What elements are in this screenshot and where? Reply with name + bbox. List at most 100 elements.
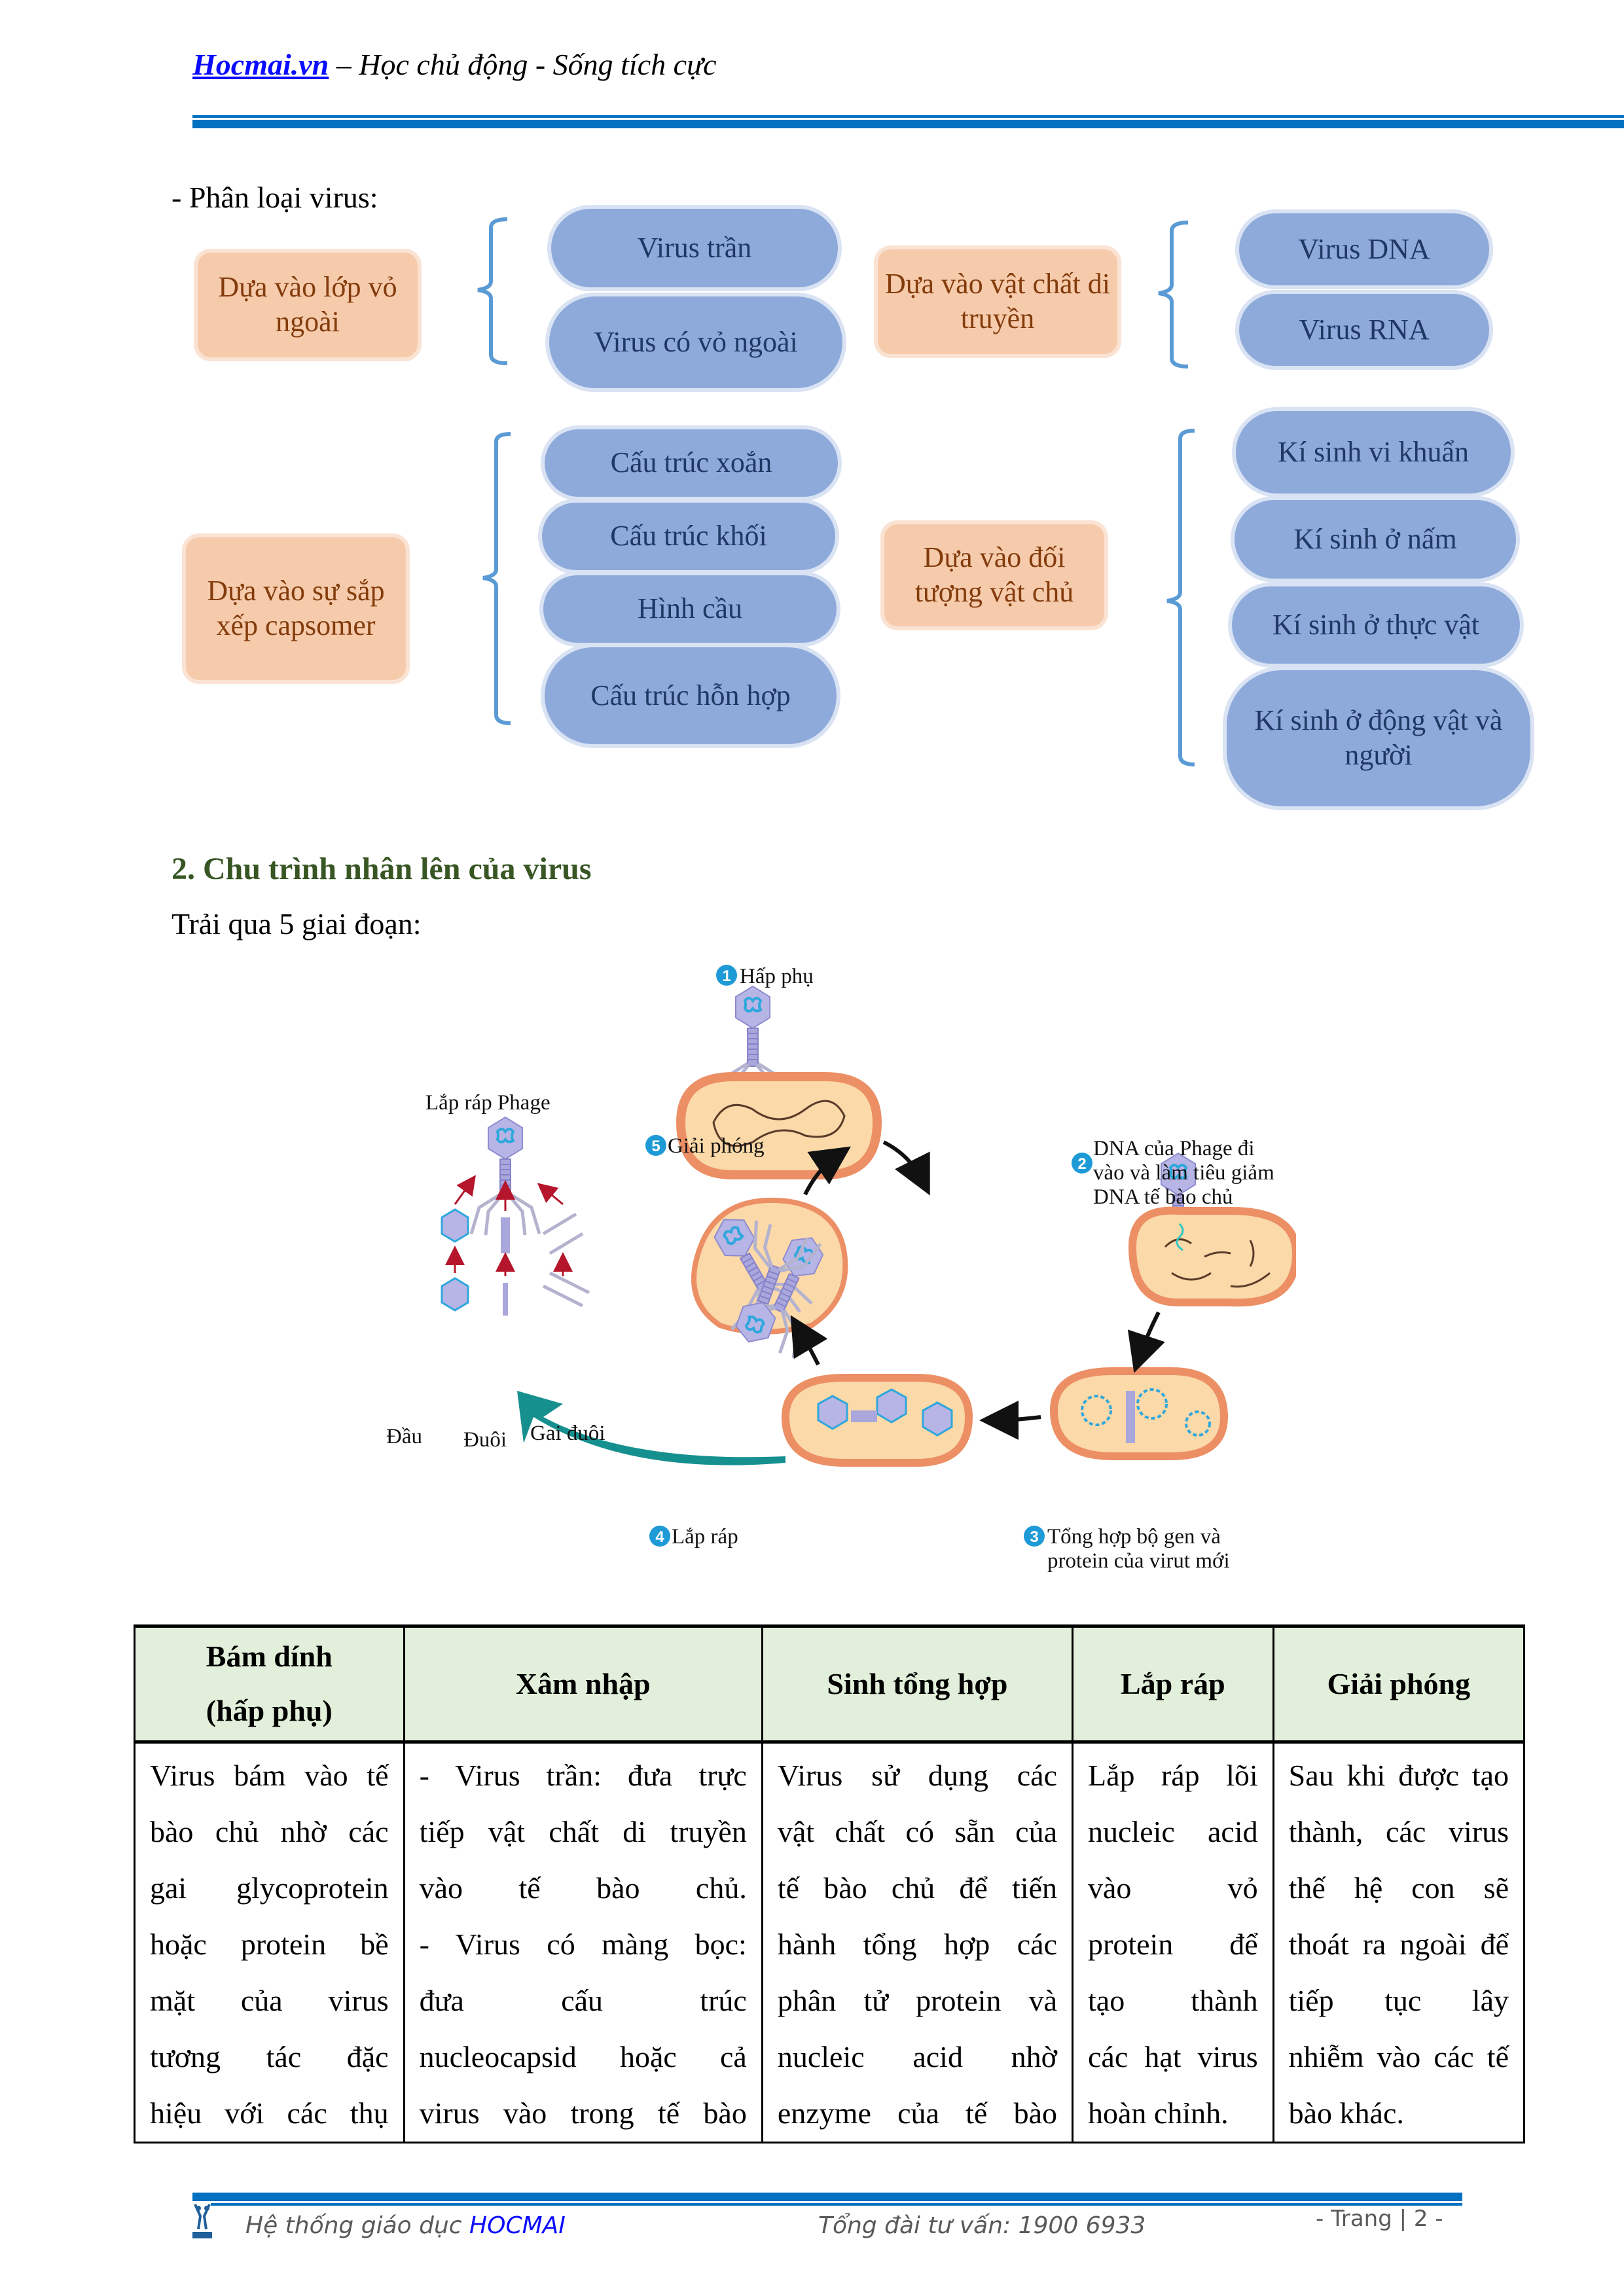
brace-icon (477, 217, 508, 365)
cell-text-line: nucleic acid (1088, 1815, 1258, 1848)
cell-step-3 (1049, 1367, 1229, 1460)
cell-text-line: hành tổng hợp các (777, 1928, 1057, 1961)
cell-text-line: protein để (1088, 1928, 1258, 1961)
header-penetration: Xâm nhập (403, 1625, 763, 1744)
cell-release: Sau khi được tạo thành, các virus thế hệ c… (1272, 1741, 1526, 2144)
cell-text-line: hoặc protein bề (150, 1928, 389, 1961)
footer-rule-thin (211, 2203, 1462, 2206)
cell-text-line: vật chất có sẵn của (777, 1815, 1057, 1848)
svg-text:vào và làm tiêu giảm: vào và làm tiêu giảm (1093, 1161, 1274, 1185)
phage-assembly (441, 1117, 590, 1316)
cell-text-line: bào khác. (1288, 2096, 1404, 2130)
type-pill: Kí sinh ở thực vật (1228, 583, 1524, 668)
criterion-box: Dựa vào vật chất di truyền (874, 245, 1121, 358)
cell-biosynthesis: Virus sử dụng các vật chất có sẵn của tế b… (761, 1741, 1074, 2144)
step-5-label: 5 Giải phóng (645, 1134, 765, 1158)
step-4-label: 4 Lắp ráp (649, 1525, 738, 1549)
cell-text-line: vào vỏ (1088, 1871, 1258, 1905)
type-pill: Cấu trúc xoắn (541, 425, 842, 501)
criterion-box: Dựa vào lớp vỏ ngoài (194, 249, 422, 361)
type-pill: Kí sinh ở động vật và người (1223, 666, 1534, 810)
svg-text:DNA của Phage đi: DNA của Phage đi (1093, 1137, 1255, 1160)
svg-text:protein của virut mới: protein của virut mới (1047, 1549, 1230, 1573)
page-number: - Trang | 2 - (1316, 2206, 1443, 2232)
part-label-tail: Đuôi (463, 1428, 507, 1452)
cell-text-line: phân tử protein và (777, 1984, 1057, 2017)
type-pill: Kí sinh ở nấm (1231, 496, 1520, 583)
step-1-label: 1 Hấp phụ (716, 965, 814, 988)
criterion-box: Dựa vào sự sắp xếp capsomer (182, 533, 410, 684)
part-label-tail-fibers: Gai đuôi (530, 1422, 605, 1445)
brace-icon (1166, 429, 1195, 766)
cell-text-line: virus vào trong tế bào (419, 2096, 747, 2130)
cell-text-line: tương tác đặc (150, 2040, 389, 2073)
type-pill: Cấu trúc hỗn hợp (541, 643, 840, 748)
footer-system: Hệ thống giáo dục HOCMAI (245, 2212, 566, 2239)
type-pill: Virus RNA (1235, 290, 1493, 370)
type-pill: Virus có vỏ ngoài (545, 293, 846, 392)
cell-text-line: các hạt virus (1088, 2040, 1258, 2073)
type-pill: Virus DNA (1235, 209, 1493, 289)
cell-assembly: Lắp ráp lõi nucleic acid vào vỏ protein để t… (1072, 1741, 1274, 2144)
cell-penetration: - Virus trần: đưa trực tiếp vật chất di t… (403, 1741, 763, 2144)
cell-text-line: thành, các virus (1288, 1815, 1509, 1848)
section-heading: 2. Chu trình nhân lên của virus (171, 852, 592, 886)
cycle-arrow (882, 1140, 930, 1196)
header-rule-thin (192, 115, 1624, 118)
cell-text-line: đưa cấu trúc (419, 1984, 747, 2017)
criterion-box: Dựa vào đối tượng vật chủ (880, 520, 1108, 630)
cell-text-line: nhiễm vào các tế (1288, 2040, 1509, 2073)
svg-text:3: 3 (1030, 1528, 1038, 1546)
step-2-label: 2 DNA của Phage đi vào và làm tiêu giảm … (1072, 1137, 1274, 1209)
brand-link[interactable]: Hocmai.vn (192, 48, 329, 81)
svg-text:Giải phóng: Giải phóng (668, 1134, 765, 1158)
svg-text:1: 1 (722, 967, 731, 985)
cell-text-line: Sau khi được tạo (1288, 1759, 1509, 1792)
cell-text-line: mặt của virus (150, 1984, 389, 2017)
type-pill: Hình cầu (539, 571, 840, 647)
table-header-row: Bám dính(hấp phụ) Xâm nhập Sinh tổng hợp… (134, 1625, 1526, 1744)
cell-text-line: gai glycoprotein (150, 1871, 389, 1905)
header-release: Giải phóng (1272, 1625, 1526, 1744)
cycle-arrow (1127, 1311, 1165, 1373)
lytic-cycle-diagram: 1 Hấp phụ 2 DNA của Phage đi vào và làm … (367, 959, 1301, 1600)
big-teal-arrow (517, 1391, 785, 1465)
cell-text-line: hoàn chỉnh. (1088, 2096, 1229, 2130)
cell-text-line: - Virus có màng bọc: (419, 1928, 747, 1961)
type-pill: Virus trần (547, 205, 842, 291)
cell-text-line: thoát ra ngoài để (1288, 1928, 1509, 1961)
cell-text-line: - Virus trần: đưa trực (419, 1759, 747, 1792)
cell-step-5 (691, 1197, 848, 1359)
cell-text-line: Virus bám vào tế (150, 1759, 389, 1792)
cell-text-line: tiếp tục lây (1288, 1984, 1509, 2017)
cell-text-line: thế hệ con sẽ (1288, 1871, 1509, 1905)
part-label-head: Đầu (386, 1425, 422, 1448)
svg-text:5: 5 (651, 1138, 660, 1155)
header-rule-thick (192, 120, 1624, 128)
cell-text-line: hiệu với các thụ (150, 2096, 389, 2130)
header-slogan: Học chủ động - Sống tích cực (359, 48, 717, 81)
header-separator: – (329, 48, 359, 81)
cell-text-line: vào tế bào chủ. (419, 1871, 747, 1905)
cell-step-4 (781, 1374, 973, 1467)
replication-stages-table: Bám dính(hấp phụ) Xâm nhập Sinh tổng hợp… (134, 1624, 1526, 2144)
footer-brand-link[interactable]: HOCMAI (469, 2212, 566, 2239)
cell-text-line: Lắp ráp lõi (1088, 1759, 1258, 1792)
header-attachment: Bám dính(hấp phụ) (134, 1625, 405, 1744)
svg-text:4: 4 (655, 1528, 664, 1546)
stages-intro: Trải qua 5 giai đoạn: (171, 907, 422, 941)
footer-hotline: Tổng đài tư vấn: 1900 6933 (818, 2212, 1146, 2239)
cell-text-line: tiếp vật chất di truyền (419, 1815, 747, 1848)
cycle-arrow (803, 1146, 851, 1196)
svg-text:DNA tế bào chủ: DNA tế bào chủ (1093, 1185, 1233, 1209)
cell-text-line: Virus sử dụng các (777, 1759, 1057, 1792)
page-header: Hocmai.vn – Học chủ động - Sống tích cực (192, 47, 717, 82)
brace-icon (482, 432, 511, 725)
lytic-cycle-svg: 1 Hấp phụ 2 DNA của Phage đi vào và làm … (386, 965, 1301, 1573)
cell-text-line: tạo thành (1088, 1984, 1258, 2017)
header-biosynthesis: Sinh tổng hợp (761, 1625, 1074, 1744)
cell-text-line: tế bào chủ để tiến (777, 1871, 1057, 1905)
assembly-title: Lắp ráp Phage (425, 1091, 550, 1115)
type-pill: Kí sinh vi khuẩn (1232, 407, 1515, 497)
